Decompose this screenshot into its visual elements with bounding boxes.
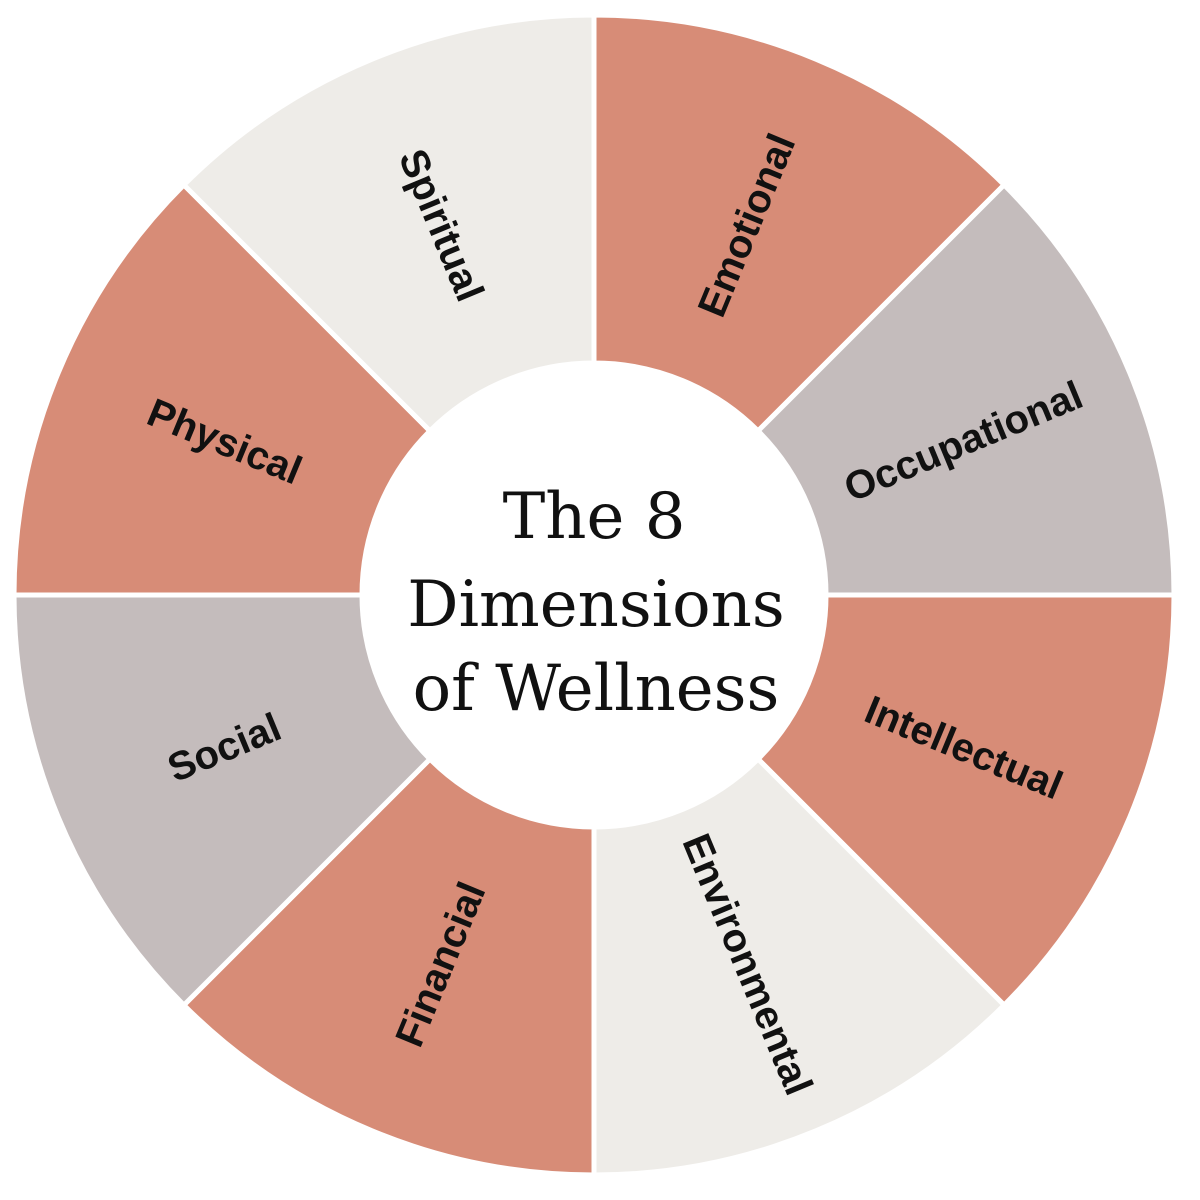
center-circle <box>362 363 826 827</box>
title-line-1: The 8 <box>503 480 686 554</box>
title-line-3: of Wellness <box>413 652 780 726</box>
title-line-2: Dimensions <box>407 568 784 642</box>
